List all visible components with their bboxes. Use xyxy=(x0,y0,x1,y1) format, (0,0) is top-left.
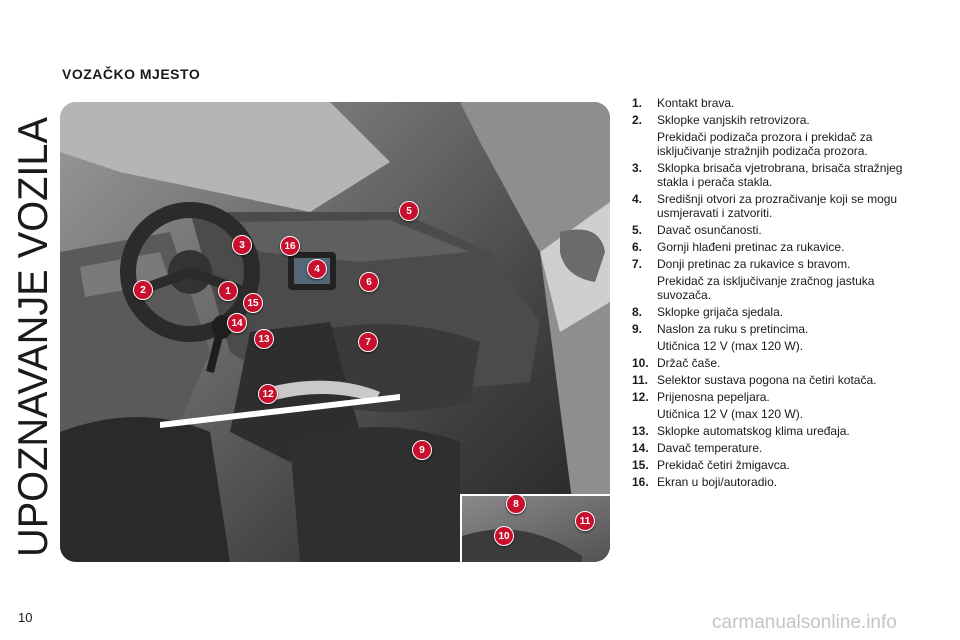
marker-13: 13 xyxy=(254,329,274,349)
marker-10: 10 xyxy=(494,526,514,546)
legend-item-7-extra: Prekidač za isključivanje zračnog jastuk… xyxy=(657,274,875,302)
legend-item-15: 15.Prekidač četiri žmigavca. xyxy=(632,458,790,472)
legend-item-4: 4.Središnji otvori za prozračivanje koji… xyxy=(632,192,898,220)
cockpit-photo: 1 2 3 4 5 6 7 8 9 10 11 12 13 14 15 16 xyxy=(60,102,610,562)
marker-1: 1 xyxy=(218,281,238,301)
marker-4: 4 xyxy=(307,259,327,279)
marker-16: 16 xyxy=(280,236,300,256)
side-title: UPOZNAVANJE VOZILA xyxy=(9,112,56,562)
marker-15: 15 xyxy=(243,293,263,313)
legend-list: 1.Kontakt brava. 2.Sklopke vanjskih retr… xyxy=(632,96,922,492)
marker-14: 14 xyxy=(227,313,247,333)
marker-2: 2 xyxy=(133,280,153,300)
marker-8: 8 xyxy=(506,494,526,514)
legend-item-11: 11.Selektor sustava pogona na četiri kot… xyxy=(632,373,877,387)
legend-item-12-extra: Utičnica 12 V (max 120 W). xyxy=(657,407,804,421)
legend-item-2: 2.Sklopke vanjskih retrovizora. xyxy=(632,113,810,127)
legend-item-6: 6.Gornji hlađeni pretinac za rukavice. xyxy=(632,240,845,254)
legend-item-12: 12.Prijenosna pepeljara. xyxy=(632,390,770,404)
section-title: VOZAČKO MJESTO xyxy=(62,66,201,82)
legend-item-1: 1.Kontakt brava. xyxy=(632,96,735,110)
legend-item-8: 8.Sklopke grijača sjedala. xyxy=(632,305,784,319)
legend-item-3: 3.Sklopka brisača vjetrobrana, brisača s… xyxy=(632,161,903,189)
marker-12: 12 xyxy=(258,384,278,404)
legend-item-7: 7.Donji pretinac za rukavice s bravom. xyxy=(632,257,851,271)
marker-11: 11 xyxy=(575,511,595,531)
legend-item-5: 5.Davač osunčanosti. xyxy=(632,223,762,237)
legend-item-13: 13.Sklopke automatskog klima uređaja. xyxy=(632,424,850,438)
page-number: 10 xyxy=(18,610,33,625)
legend-item-14: 14.Davač temperature. xyxy=(632,441,763,455)
marker-6: 6 xyxy=(359,272,379,292)
side-title-text: UPOZNAVANJE VOZILA xyxy=(14,117,54,557)
cockpit-illustration xyxy=(60,102,610,562)
legend-item-16: 16.Ekran u boji/autoradio. xyxy=(632,475,778,489)
legend-item-2-extra: Prekidači podizača prozora i prekidač za… xyxy=(657,130,873,158)
marker-3: 3 xyxy=(232,235,252,255)
watermark: carmanualsonline.info xyxy=(712,612,897,633)
legend-item-10: 10.Držač čaše. xyxy=(632,356,721,370)
side-title-svg: UPOZNAVANJE VOZILA xyxy=(9,117,56,557)
marker-9: 9 xyxy=(412,440,432,460)
marker-5: 5 xyxy=(399,201,419,221)
marker-7: 7 xyxy=(358,332,378,352)
legend-item-9: 9.Naslon za ruku s pretincima. xyxy=(632,322,809,336)
inset-illustration xyxy=(462,529,582,562)
legend-item-9-extra: Utičnica 12 V (max 120 W). xyxy=(657,339,804,353)
